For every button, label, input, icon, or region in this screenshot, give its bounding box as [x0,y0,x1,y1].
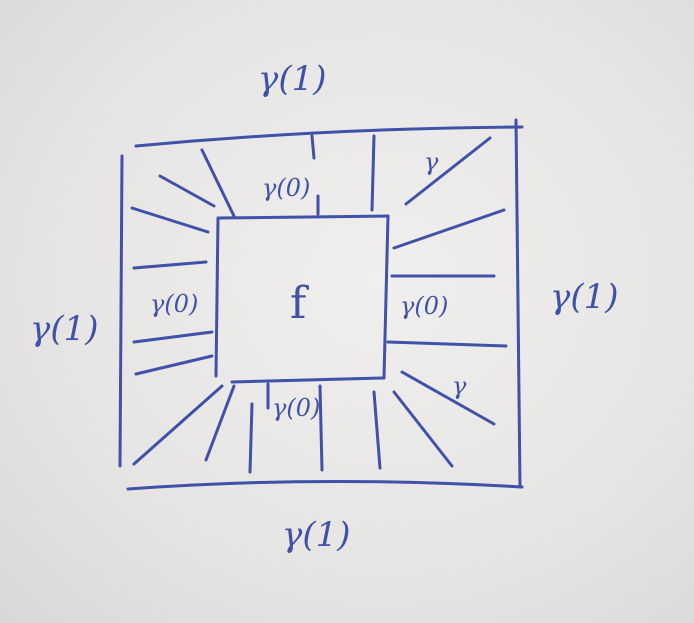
right-region-stroke [386,340,508,348]
left-region-stroke [132,260,208,270]
inner-bottom-label: γ(0) [272,394,321,422]
top-right-diagonal-label: γ [424,148,439,176]
top-region-stroke [370,134,376,212]
top-region-stroke [200,148,236,218]
inner-square-right-edge [382,214,390,380]
right-region-stroke [392,208,506,250]
inner-left-label: γ(0) [150,290,199,318]
left-region-stroke [130,206,210,234]
left-region-stroke [132,330,214,344]
bottom-region-stroke [248,402,254,474]
bottom-right-diagonal-label: γ [452,372,467,400]
bottom-region-stroke [204,384,236,462]
inner-top-label: γ(0) [262,174,311,202]
outer-right-label: γ(1) [550,277,619,317]
left-region-stroke [132,384,224,466]
inner-right-label: γ(0) [400,292,449,320]
bottom-region-stroke [372,390,382,470]
inner-square-top-edge [216,214,390,220]
inner-square-left-edge [214,216,220,378]
right-region-diagonal [400,370,496,426]
outer-top-label: γ(1) [258,59,327,99]
outer-square-right-edge [514,118,522,489]
outer-square-top-edge [134,125,524,148]
top-region-stroke [310,134,316,160]
center-function-label: f [290,278,307,329]
outer-bottom-label: γ(1) [282,515,351,555]
outer-left-label: γ(1) [30,309,99,349]
bottom-region-stroke [318,384,324,472]
bottom-region-stroke [392,390,454,468]
outer-square-left-edge [118,154,124,468]
top-region-stroke [158,174,216,208]
left-region-stroke [134,354,214,376]
inner-square-bottom-edge [230,376,386,384]
top-region-diagonal [404,136,492,206]
outer-square-bottom-edge [126,479,524,491]
